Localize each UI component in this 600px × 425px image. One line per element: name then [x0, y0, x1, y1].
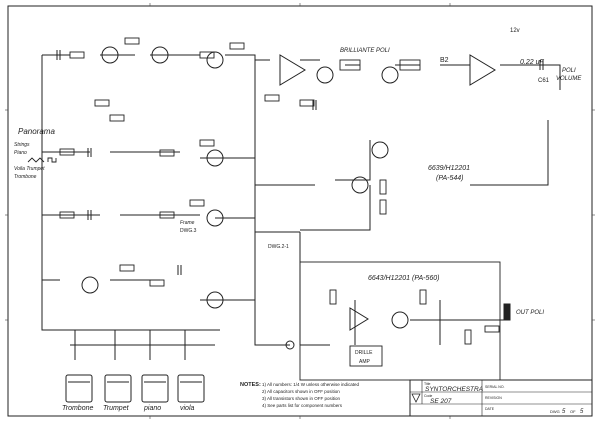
cap-ref: C61	[538, 78, 550, 84]
title-block	[409, 379, 593, 417]
drawing-code: SE 207	[430, 398, 452, 405]
title-caption: Title	[424, 382, 431, 386]
drawing-title: SYNTORCHESTRA	[425, 386, 483, 393]
of-caption: OF	[570, 409, 576, 414]
revision-caption: REVISION	[485, 396, 502, 400]
notes-line-1: 1) All numbers: 1/4 W unless otherwise i…	[262, 382, 360, 387]
wiring	[41, 54, 561, 360]
of-number: 5	[580, 409, 584, 415]
out-poli-label: OUT POLI	[516, 310, 544, 316]
module-box	[299, 261, 501, 381]
switch-block-top: DRILLE	[355, 350, 373, 356]
transistors	[81, 46, 409, 329]
company-logo	[411, 393, 421, 403]
dwg-ref: DWG.2-1	[268, 244, 289, 250]
resistors	[59, 37, 500, 345]
panorama-title: Panorama	[18, 127, 55, 136]
brillante-label: BRILLIANTE POLI	[340, 48, 390, 54]
brillante-num: B2	[440, 57, 449, 64]
frame-label: Frame	[180, 220, 195, 226]
panorama-line-4: Trombone	[14, 174, 37, 180]
panorama-line-2: Piano	[14, 150, 27, 156]
board-b-label: 6643/H12201 (PA-560)	[368, 275, 439, 282]
frame-dwg: DWG.3	[180, 228, 197, 234]
notes-line-4: 4) See parts list for component numbers	[262, 403, 343, 408]
switch-block	[349, 345, 383, 367]
instrument-label-piano: piano	[143, 405, 161, 412]
instrument-label-viola: viola	[180, 405, 195, 412]
instrument-label-trumpet: Trumpet	[103, 405, 130, 412]
cap-value: 0.22 uF	[520, 59, 544, 66]
switch-block-bottom: AMP	[359, 359, 371, 365]
notes-line-3: 3) All transistors shown in OFF position	[262, 396, 341, 401]
code-caption: Code	[424, 394, 432, 398]
date-caption: DATE	[485, 407, 495, 411]
capacitors	[56, 50, 544, 275]
out-connector	[503, 303, 511, 321]
board-a-line-2: (PA-544)	[436, 175, 464, 182]
op-amps	[279, 54, 496, 331]
poli-volume-2: VOLUME	[556, 76, 582, 82]
waveform-symbols	[27, 157, 57, 163]
lamp-symbol	[285, 340, 295, 350]
poli-volume-1: POLI	[562, 68, 576, 74]
instrument-tabs	[65, 374, 205, 403]
notes-line-2: 2) All capacitors shown in OFF position	[262, 389, 340, 394]
panorama-line-1: Strings	[14, 142, 30, 148]
dwg-caption: DWG	[550, 409, 560, 414]
dwg-number: 5	[562, 409, 566, 415]
instrument-label-trombone: Trombone	[62, 405, 93, 412]
board-a-line-1: 6639/H12201	[428, 165, 470, 172]
supply-label: 12v	[510, 28, 520, 34]
serial-caption: SERIAL NO.	[485, 385, 505, 389]
panorama-line-3: Voila Trumpet	[14, 166, 45, 172]
notes-title: NOTES:	[240, 382, 261, 388]
